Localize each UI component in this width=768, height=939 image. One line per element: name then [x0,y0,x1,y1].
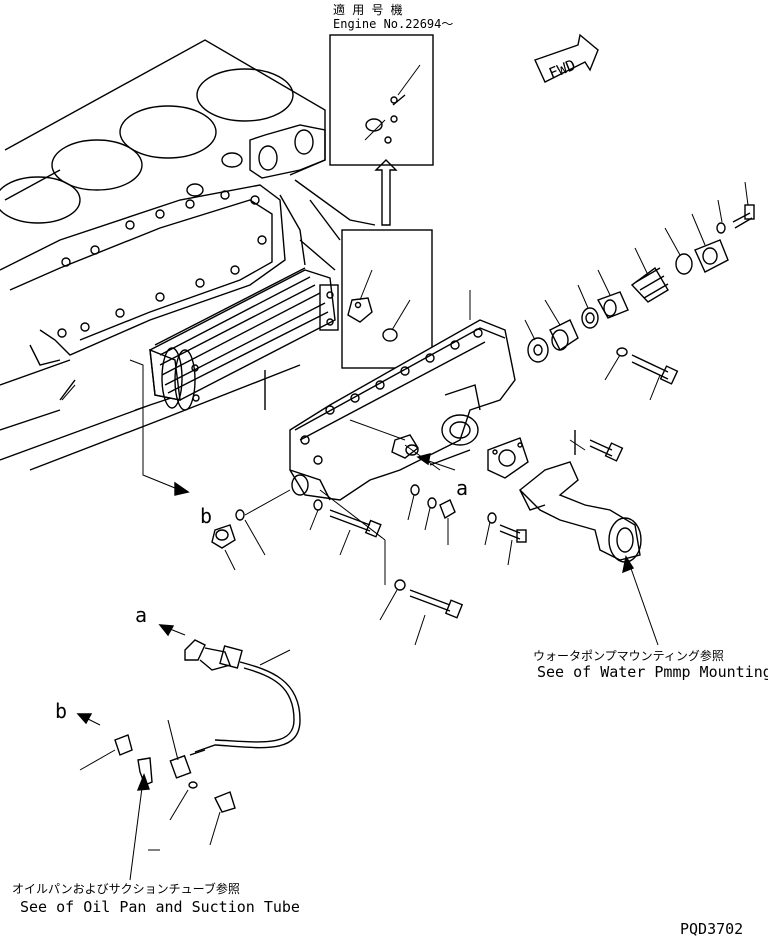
callout-b-lower-pointer [76,713,101,726]
sensor-mount-parts [79,734,236,851]
relief-valve-stack [524,181,755,363]
callout-b-upper-pointer [129,359,190,496]
callout-a-lower: a [135,603,147,627]
applicability-engine-number: Engine No.22694～ [333,17,453,31]
water-pump-ref-leader [622,555,659,646]
oil-pan-ref-jp: オイルパンおよびサクションチューブ参照 [12,881,240,896]
engine-block [0,39,376,471]
oil-pan-ref-leader [129,773,150,881]
flange-gasket [487,437,529,479]
applicability-inset [329,34,434,166]
water-pump-ref-en: See of Water Pmmp Mounting [537,663,768,681]
water-pipe-elbow [518,430,642,563]
sensor-harness [167,639,301,779]
callout-a-lower-pointer [158,624,186,637]
oil-cooler-core [149,267,339,411]
applicability-title: 適 用 号 機 [333,2,403,17]
fwd-label: FWD [546,56,578,83]
callout-a-upper-pointer [416,453,456,471]
detail-inset [341,229,433,369]
inset-arrow [374,159,398,226]
oil-pan-ref-en: See of Oil Pan and Suction Tube [20,898,300,916]
drain-plug [211,489,291,571]
oil-cooler-cover [289,290,516,501]
water-pump-ref-jp: ウォータポンプマウンティング参照 [533,648,724,663]
cover-bolts [309,347,679,646]
elbow-bolt [589,439,624,462]
callout-b-upper: b [200,504,212,528]
callout-a-upper: a [456,476,468,500]
callout-b-lower: b [55,699,67,723]
fwd-arrow: FWD [534,33,599,83]
drawing-number: PQD3702 [680,920,743,938]
